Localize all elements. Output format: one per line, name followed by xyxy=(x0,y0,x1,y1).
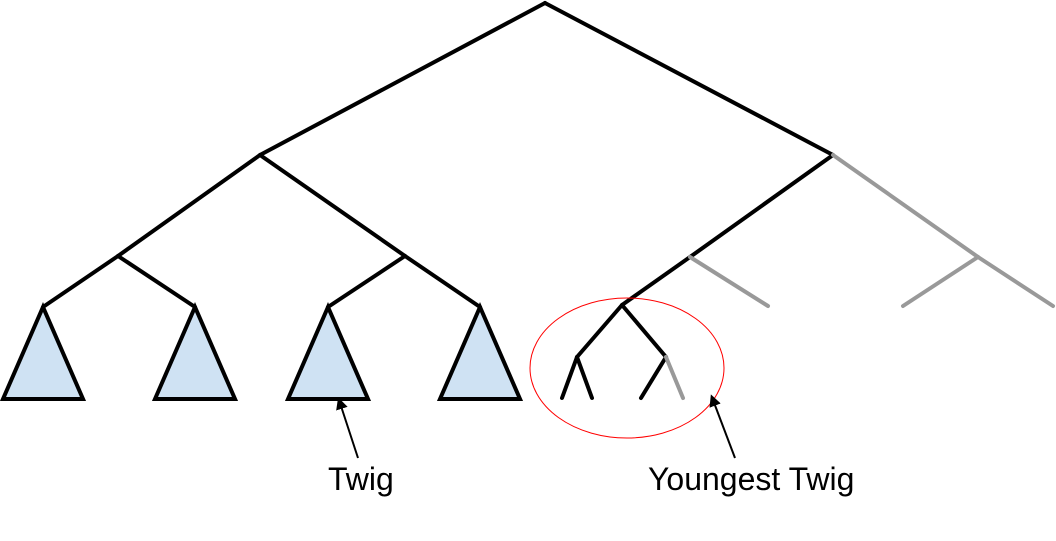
edge-twig-right xyxy=(620,303,668,359)
twig-pointer-arrow-icon xyxy=(336,397,359,459)
edge-gray-rr-right xyxy=(976,255,1055,308)
youngest-twig-pointer-arrow-icon xyxy=(709,394,736,459)
youngest-twig-highlight xyxy=(529,297,725,439)
edge-gray-rr-left xyxy=(901,255,980,308)
subtrees xyxy=(0,301,524,401)
subtree-triangle-icon xyxy=(151,301,239,401)
edge-twig-rl xyxy=(639,355,668,400)
edge-lr-2 xyxy=(403,254,482,309)
youngest-twig-label: Youngest Twig xyxy=(648,461,854,497)
edge-twig-lr xyxy=(575,355,594,400)
inactive-edges xyxy=(664,153,1055,400)
edge-lr-1 xyxy=(326,254,407,309)
edge-gray-r-rr xyxy=(831,153,980,259)
subtree-triangle-icon xyxy=(0,301,87,401)
edge-rl-twig xyxy=(620,255,692,307)
edge-ll-2 xyxy=(116,254,197,309)
edge-twig-left xyxy=(575,303,624,359)
edge-twig-ll xyxy=(560,355,579,400)
edge-l-lr xyxy=(258,153,407,258)
subtree-triangle-icon xyxy=(284,301,372,401)
edge-root-right xyxy=(543,1,835,157)
edge-ll-1 xyxy=(41,254,120,309)
edge-gray-twig-rr xyxy=(664,355,685,400)
edge-gray-rl-right xyxy=(688,255,770,308)
tree-edges xyxy=(41,1,835,400)
edge-r-rl xyxy=(688,153,835,259)
subtree-triangle-icon xyxy=(436,301,524,401)
twig-label: Twig xyxy=(328,461,394,497)
edge-root-left xyxy=(258,1,547,157)
edge-l-ll xyxy=(116,153,262,258)
